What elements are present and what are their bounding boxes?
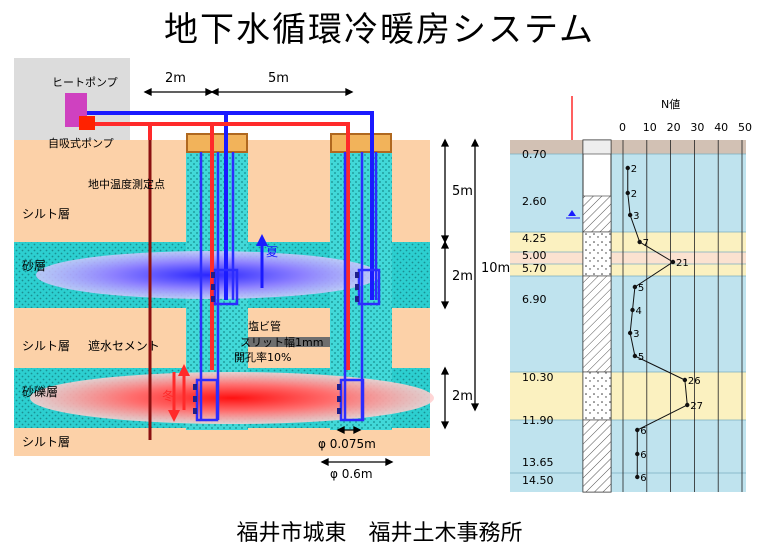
depth-label: 14.50	[522, 474, 554, 487]
depth-label: 6.90	[522, 293, 547, 306]
cement-label: 遮水セメント	[88, 338, 160, 353]
n-value-point	[632, 353, 638, 359]
depth-label: 4.25	[522, 232, 547, 245]
n-value-point	[625, 190, 630, 196]
n-value-point	[635, 474, 640, 480]
self-priming-pump-label: 自吸式ポンプ	[48, 137, 114, 150]
n-value-line	[627, 168, 688, 477]
n-value-label: 26	[688, 376, 701, 387]
depth-label: 5.00	[522, 249, 547, 262]
silt-layer-3	[14, 428, 430, 456]
n-value-label: 2	[631, 189, 637, 200]
n-tick-label: 0	[619, 121, 626, 134]
well-inner-pipes	[195, 152, 381, 422]
n-value-label: 3	[633, 329, 639, 340]
n-value-label: 21	[676, 258, 689, 269]
heat-pump-label: ヒートポンプ	[52, 76, 118, 89]
dimension-lines	[143, 87, 480, 467]
n-value-point	[637, 239, 642, 245]
n-header: N値	[661, 98, 680, 111]
dim-5m-label: 5m	[268, 71, 289, 86]
n-value-point	[685, 402, 690, 408]
n-value-point	[627, 212, 633, 218]
cement-seal	[186, 337, 392, 347]
depth-label: 0.70	[522, 148, 547, 161]
n-value-label: 5	[638, 283, 644, 294]
dim-v2m-a-label: 2m	[452, 269, 473, 284]
n-value-label: 7	[643, 238, 649, 249]
warm-water-plume	[30, 372, 434, 424]
dim-pipe-label: φ 0.075m	[318, 437, 376, 451]
n-value-label: 6	[640, 473, 646, 484]
n-tick-label: 10	[643, 121, 657, 134]
dim-v2m-b-label: 2m	[452, 389, 473, 404]
water-level-icon	[568, 210, 576, 216]
n-value-point	[627, 330, 633, 336]
summer-label: 夏	[266, 245, 278, 259]
sand-layer-label: 砂層	[22, 259, 46, 273]
n-tick-label: 20	[667, 121, 681, 134]
cold-water-plume	[36, 251, 380, 299]
n-tick-label: 50	[738, 121, 752, 134]
n-value-point	[682, 377, 688, 383]
gravel-layer-label: 砂礫層	[22, 384, 58, 399]
n-value-label: 2	[631, 164, 637, 175]
depth-labels: 0.70 2.60 4.25 5.005.70 6.90 10.30 11.90 13.65 1…	[522, 148, 554, 487]
ground-temp-point-label: 地中温度測定点	[88, 177, 165, 191]
pipe-label-2: スリット幅1mm	[240, 336, 323, 349]
page-title: 地下水循環冷暖房システム	[164, 10, 595, 50]
self-priming-pump-icon	[79, 116, 95, 130]
n-value-label: 27	[690, 401, 703, 412]
winter-label: 冬	[162, 388, 174, 403]
n-value-point	[635, 427, 640, 433]
n-value-point	[630, 307, 635, 313]
dim-v5m-label: 5m	[452, 184, 473, 199]
boring-log: N値 0 10 20 30 40 50 0.70 2.60 4.25 5.005.70 6.90 1…	[510, 96, 752, 493]
n-value-label: 5	[638, 352, 644, 363]
n-tick-label: 40	[714, 121, 728, 134]
n-value-point	[670, 259, 676, 265]
depth-label: 5.70	[522, 262, 547, 275]
n-value-label: 6	[640, 426, 646, 437]
well-cap-right	[330, 133, 392, 153]
silt-layer-1-label: シルト層	[22, 207, 70, 221]
silt-layer-2-label: シルト層	[22, 339, 70, 353]
pipe-label-3: 開孔率10%	[234, 350, 291, 364]
depth-label: 2.60	[522, 195, 547, 208]
depth-label: 11.90	[522, 414, 554, 427]
n-value-point	[625, 165, 630, 171]
footer-caption: 福井市城東 福井土木事務所	[236, 521, 523, 546]
pipe-label-1: 塩ビ管	[248, 319, 281, 333]
n-tick-label: 30	[690, 121, 704, 134]
n-value-grid	[622, 140, 743, 492]
well-cap-left	[186, 133, 248, 153]
pipe-blue-right	[226, 111, 374, 300]
pipe-red-right	[212, 122, 350, 370]
n-value-point	[632, 284, 638, 290]
screen-slits	[193, 272, 359, 414]
n-value-label: 4	[636, 306, 642, 317]
n-value-point	[635, 451, 640, 457]
depth-label: 13.65	[522, 456, 554, 469]
n-value-label: 3	[633, 211, 639, 222]
dim-v10m-label: 10m	[481, 261, 510, 276]
n-value-label: 6	[640, 450, 646, 461]
n-axis-ticks: 0 10 20 30 40 50	[619, 121, 752, 134]
left-diagram: ヒートポンプ 自吸式ポンプ 地中温度測定点 シルト層 砂層 シルト層 遮水セメン…	[14, 58, 510, 481]
dim-2m-label: 2m	[165, 71, 186, 86]
dim-well-label: φ 0.6m	[330, 467, 373, 481]
silt-layer-3-label: シルト層	[22, 435, 70, 449]
depth-label: 10.30	[522, 371, 554, 384]
